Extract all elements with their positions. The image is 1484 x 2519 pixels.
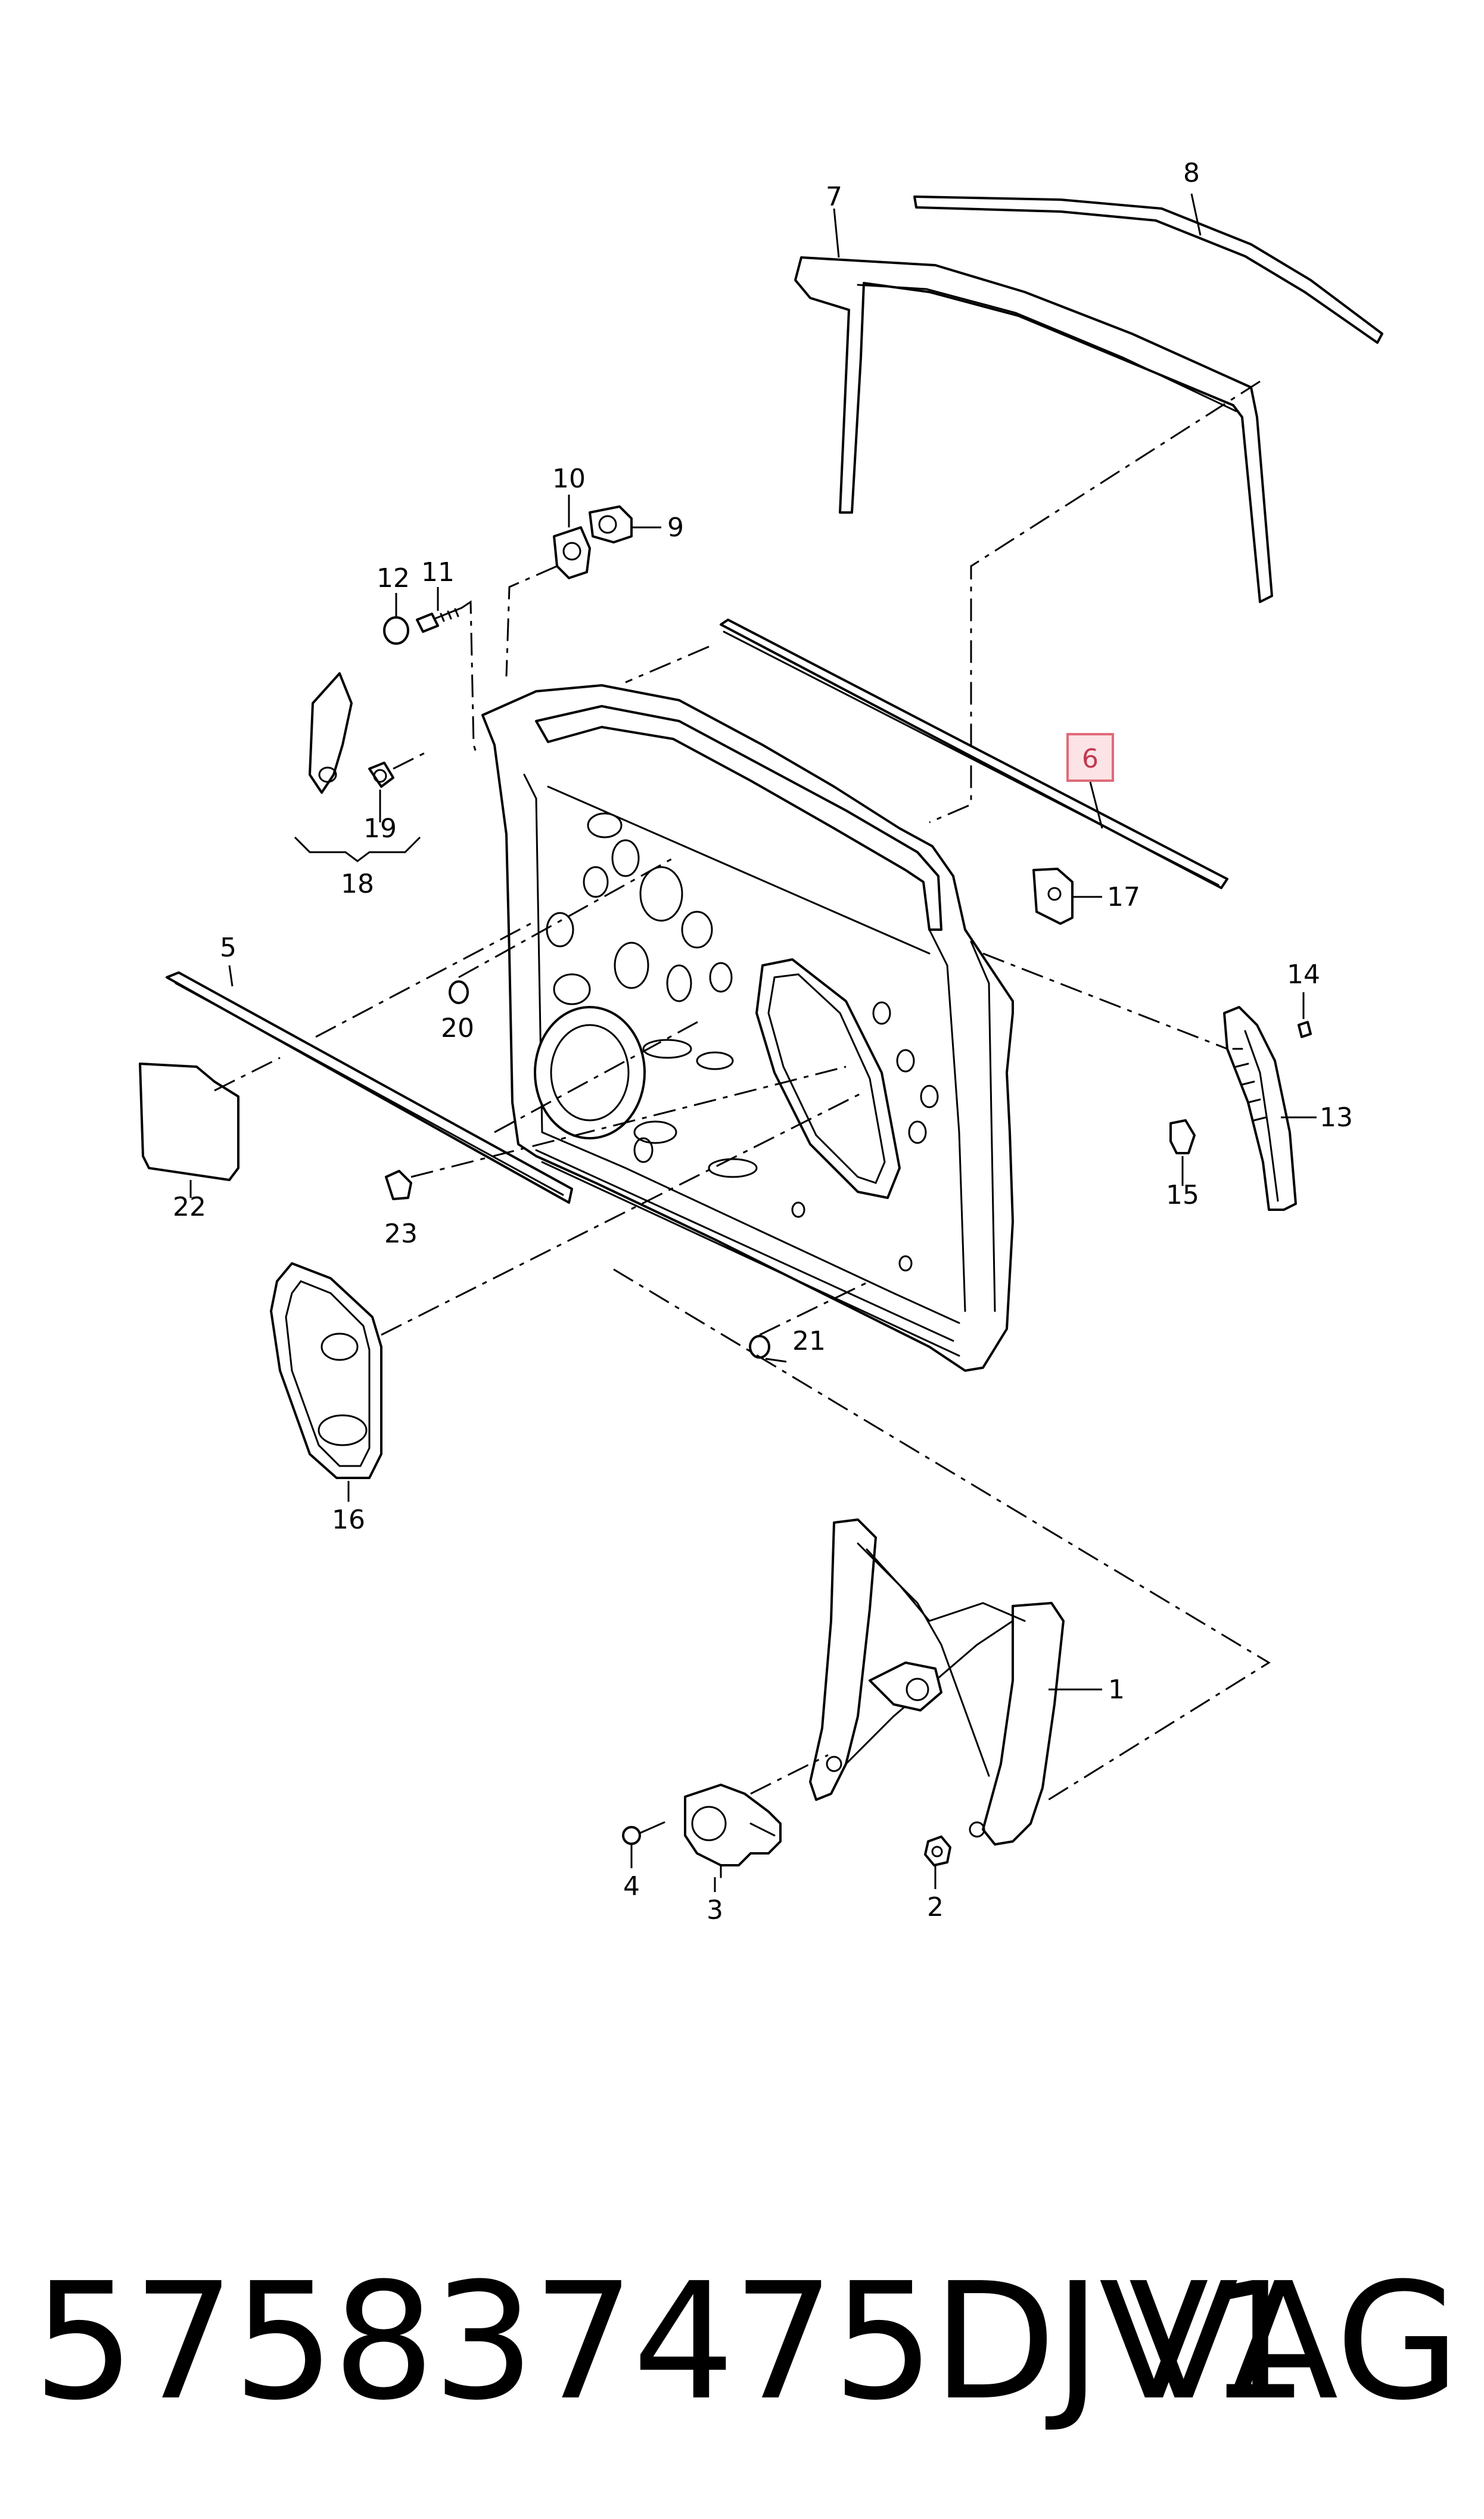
- assembly-line-16: [381, 1092, 861, 1336]
- assembly-line-19: [393, 750, 430, 770]
- assembly-line-6: [625, 645, 710, 684]
- callout-9: 9: [667, 513, 684, 543]
- bracket-18: [294, 836, 421, 862]
- part-10-bracket: [553, 526, 591, 579]
- part-22-sealing-sheet: [139, 1063, 239, 1181]
- part-23-clip: [385, 1170, 412, 1200]
- brand-label: VAG: [1128, 2248, 1460, 2436]
- assembly-line-21: [759, 1280, 870, 1336]
- callout-18: 18: [341, 869, 374, 899]
- part-20-grommet: [449, 980, 469, 1004]
- part-15-clip: [1169, 1119, 1196, 1154]
- exploded-door-diagram: 7 8 10 9 11 12 6 17 19 18 5 14 20 13 15 …: [139, 158, 1383, 1925]
- callout-4: 4: [623, 1871, 640, 1902]
- assembly-line-5: [315, 920, 537, 1038]
- callout-5: 5: [220, 933, 237, 963]
- callout-22: 22: [173, 1192, 206, 1222]
- footer: 575837475DJV1 VAG: [0, 2253, 1484, 2431]
- leader-6: [1089, 781, 1103, 829]
- assembly-line-13: [982, 952, 1228, 1050]
- callout-1: 1: [1108, 1675, 1125, 1705]
- door-shell: [481, 684, 1014, 1372]
- callout-8: 8: [1183, 158, 1200, 188]
- leader-7: [833, 208, 840, 258]
- assembly-line-10: [505, 565, 558, 677]
- callout-11: 11: [421, 557, 455, 588]
- callout-2: 2: [927, 1892, 944, 1922]
- callout-15: 15: [1166, 1180, 1199, 1210]
- callout-3: 3: [707, 1895, 723, 1925]
- part-17-clip: [1032, 868, 1074, 925]
- part-1-window-regulator: [809, 1518, 1065, 1846]
- part-14-screw: [1298, 1021, 1312, 1038]
- callout-6-highlight: [1066, 733, 1114, 782]
- part-12-cap: [383, 616, 409, 645]
- callout-10: 10: [552, 464, 586, 494]
- part-9-bracket-cover: [589, 505, 633, 543]
- callout-19: 19: [363, 813, 397, 844]
- part-16-cover-seal: [270, 1262, 382, 1479]
- part-number: 575837475DJV1: [33, 2248, 1309, 2436]
- callout-14: 14: [1287, 959, 1320, 990]
- part-5-lower-seal: [166, 971, 573, 1204]
- assembly-line-3: [750, 1754, 829, 1795]
- assembly-line-23: [410, 1066, 847, 1178]
- callout-21: 21: [792, 1326, 826, 1356]
- part-3-motor: [684, 1784, 782, 1878]
- assembly-line-5b: [494, 1018, 704, 1133]
- callout-16: 16: [332, 1505, 365, 1535]
- part-13-guide-rail: [1223, 1006, 1297, 1211]
- callout-17: 17: [1107, 882, 1140, 912]
- assembly-line-frame: [929, 380, 1261, 824]
- part-11-screw: [416, 607, 463, 633]
- leader-8: [1190, 193, 1202, 236]
- callout-23: 23: [384, 1219, 418, 1249]
- assembly-line-1: [613, 1268, 1271, 1801]
- part-19-clip: [368, 762, 394, 788]
- assembly-line-22: [214, 1057, 281, 1092]
- leader-21: [765, 1358, 787, 1363]
- leader-5: [228, 965, 234, 987]
- callout-13: 13: [1320, 1102, 1353, 1133]
- part-8-roof-seal: [913, 195, 1383, 344]
- callout-12: 12: [377, 563, 410, 594]
- part-2-nut: [924, 1835, 951, 1866]
- part-7-window-frame: [794, 256, 1273, 603]
- callout-7: 7: [826, 182, 842, 212]
- assembly-line-11: [461, 600, 478, 754]
- callout-20: 20: [441, 1013, 474, 1043]
- callout-6: 6: [1082, 744, 1099, 774]
- part-21-grommet: [749, 1335, 770, 1359]
- part-4-screw: [622, 1821, 665, 1845]
- part-18-trim-panel: [309, 672, 353, 794]
